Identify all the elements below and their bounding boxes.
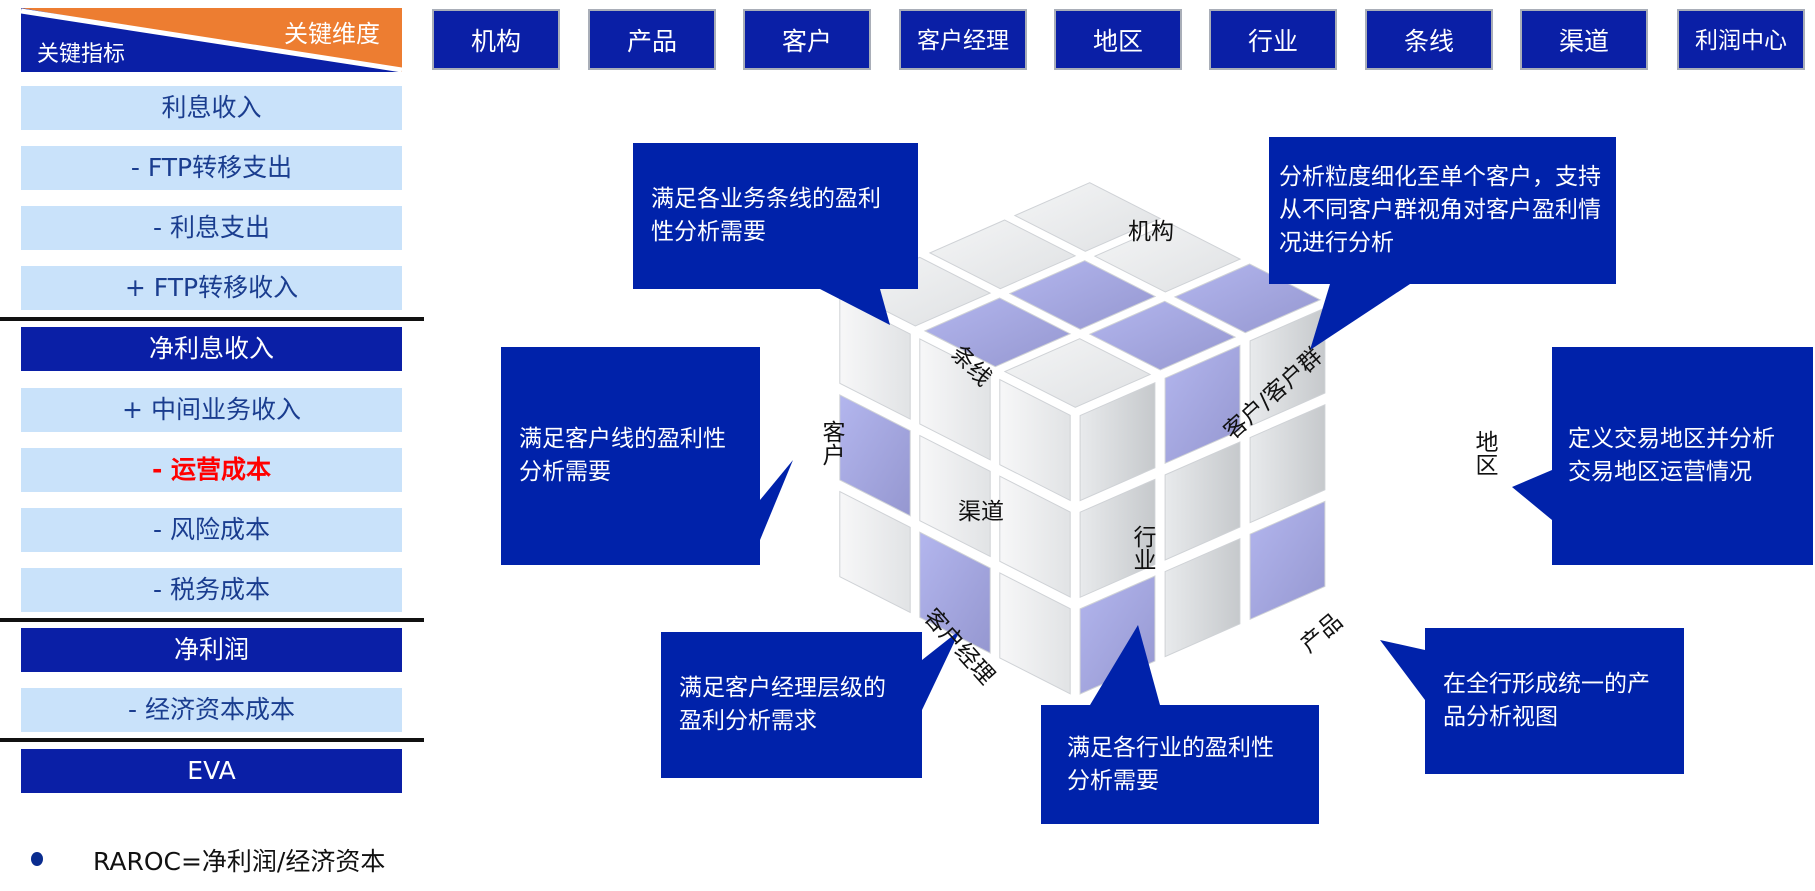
callout-pointer (1090, 625, 1160, 705)
cube-top-cell (1093, 222, 1242, 293)
key-metrics-label: 关键指标 (37, 42, 126, 67)
callout-pointer (1380, 640, 1425, 700)
cube-top-cell (928, 219, 1077, 290)
divider (0, 618, 424, 622)
cube-top-cell (1013, 182, 1162, 252)
dimension-button[interactable]: 利润中心 (1677, 9, 1805, 70)
metric-item[interactable]: - 利息支出 (21, 206, 402, 250)
cube-left-cell (839, 394, 911, 517)
metric-item[interactable]: 利息收入 (21, 86, 402, 130)
metric-item[interactable]: + 中间业务收入 (21, 388, 402, 432)
cube-top-cell (923, 297, 1072, 368)
cube-right-cell (1164, 344, 1241, 465)
metric-item[interactable]: - 经济资本成本 (21, 688, 402, 732)
callout-pointer (922, 630, 960, 710)
metric-item[interactable]: - FTP转移支出 (21, 146, 402, 190)
metric-item[interactable]: 净利息收入 (21, 327, 402, 371)
callout-pointer (1310, 284, 1410, 350)
raroc-formula: RAROC=净利润/经济资本 (93, 847, 386, 876)
cube-left-cell (999, 378, 1071, 502)
callout-line: 满足各业务条线的盈利性分析需要 (633, 143, 918, 289)
cube-top-cell (1173, 263, 1322, 334)
cube-left-cell (919, 531, 991, 654)
cube-label-customer: 客户 (818, 420, 844, 466)
cube-right-cell (1164, 441, 1241, 561)
dimension-button[interactable]: 客户 (743, 9, 871, 70)
cube-right-cell (1249, 307, 1326, 427)
cube-right-cell (1164, 537, 1241, 658)
cube-label-org: 机构 (1128, 219, 1174, 245)
cube-left-cell (919, 434, 991, 558)
cube-right-cell (1249, 500, 1326, 621)
dimension-button[interactable]: 客户经理 (899, 9, 1027, 70)
divider (0, 738, 424, 742)
metric-item[interactable]: 净利润 (21, 628, 402, 672)
callout-manager: 满足客户经理层级的盈利分析需求 (661, 632, 922, 778)
header-diagonal-graphic (21, 8, 402, 72)
callout-region: 定义交易地区并分析交易地区运营情况 (1552, 347, 1813, 565)
metric-item[interactable]: - 运营成本 (21, 448, 402, 492)
cube-right-cell (1249, 403, 1326, 524)
callout-customer-group: 分析粒度细化至单个客户，支持从不同客户群视角对客户盈利情况进行分析 (1269, 137, 1616, 284)
dimension-button[interactable]: 渠道 (1520, 9, 1648, 70)
bullet-icon (31, 852, 43, 866)
cube-top-cell (1088, 300, 1237, 371)
dimension-button[interactable]: 机构 (432, 9, 560, 70)
cube-left-cell (919, 338, 991, 461)
cube-left-cell (839, 490, 911, 614)
callout-pointer (760, 460, 793, 540)
callout-pointer (1512, 470, 1552, 520)
metric-item[interactable]: + FTP转移收入 (21, 266, 402, 310)
callout-customer: 满足客户线的盈利性分析需要 (501, 347, 760, 565)
cube-label-channel: 渠道 (958, 499, 1004, 525)
cube-right-cell (1079, 478, 1156, 599)
cube-top-cell (1003, 338, 1152, 408)
metric-item[interactable]: EVA (21, 749, 402, 793)
dimension-button[interactable]: 行业 (1209, 9, 1337, 70)
cube-label-region: 地区 (1471, 430, 1497, 476)
key-dimensions-label: 关键维度 (284, 20, 380, 48)
cube-left-cell (999, 572, 1071, 695)
metric-item[interactable]: - 风险成本 (21, 508, 402, 552)
dimension-button[interactable]: 地区 (1054, 9, 1182, 70)
metric-item[interactable]: - 税务成本 (21, 568, 402, 612)
callout-product: 在全行形成统一的产品分析视图 (1425, 628, 1684, 774)
dimension-button[interactable]: 产品 (588, 9, 716, 70)
dimension-button[interactable]: 条线 (1365, 9, 1493, 70)
callout-industry: 满足各行业的盈利性分析需要 (1041, 705, 1319, 824)
callout-pointer (820, 289, 890, 325)
divider (0, 317, 424, 321)
matrix-header: 关键指标 关键维度 (21, 8, 402, 72)
cube-right-cell (1079, 381, 1156, 502)
cube-label-industry: 行业 (1129, 525, 1155, 571)
cube-top-cell (1008, 260, 1157, 330)
cube-left-cell (999, 475, 1071, 598)
